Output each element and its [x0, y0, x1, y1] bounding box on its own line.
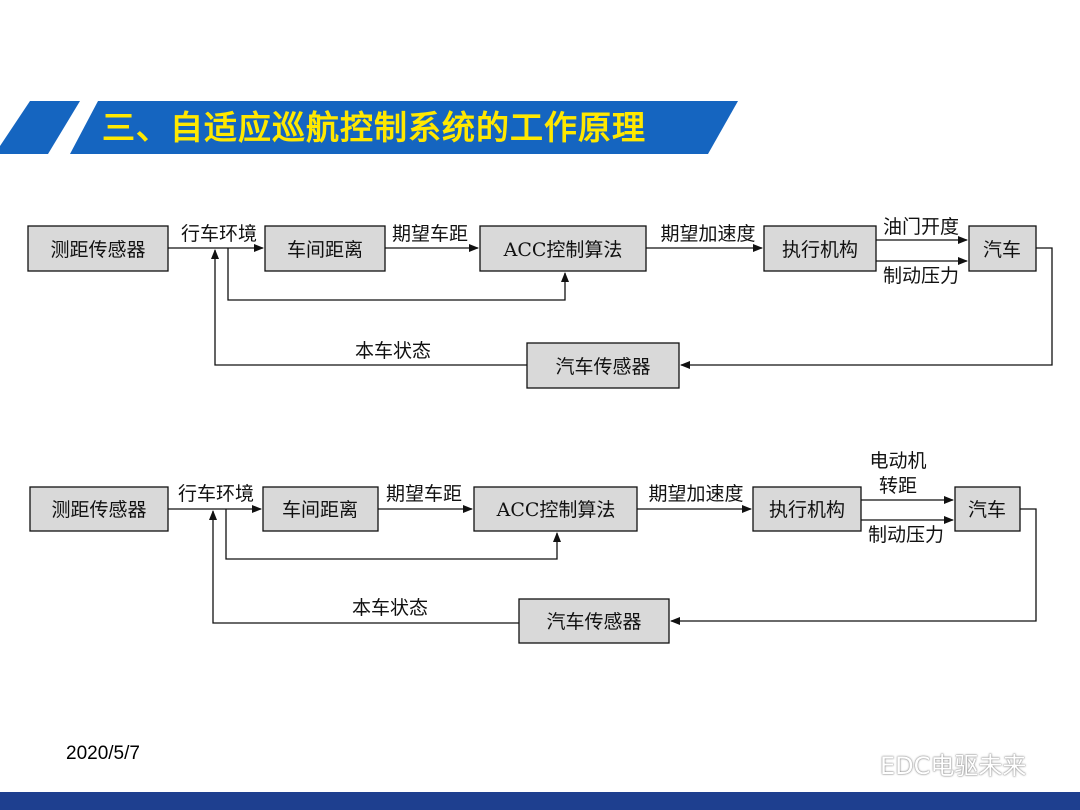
feedback-vehicle-line — [670, 508, 1037, 625]
signal-desired-accel: 期望加速度 — [648, 483, 743, 505]
block-vehicle-sensor — [518, 598, 670, 644]
signal-desired-accel: 期望加速度 — [660, 223, 755, 245]
banner-left-stripe — [0, 101, 80, 154]
label-ranging-sensor: 测距传感器 — [51, 499, 146, 521]
footer-bar — [0, 792, 1080, 810]
feedback-state-line — [211, 249, 527, 366]
watermark: EDC电驱未来 — [838, 747, 1027, 780]
wechat-icon — [839, 749, 872, 776]
label-distance: 车间距离 — [282, 499, 358, 521]
signal-motor-line1: 电动机 — [869, 450, 926, 472]
title-banner — [0, 101, 738, 154]
feedback-vehicle-line — [680, 247, 1053, 369]
signal-state: 本车状态 — [352, 597, 428, 619]
slide-date: 2020/5/7 — [66, 743, 140, 764]
label-actuator: 执行机构 — [782, 239, 858, 261]
signal-desired-distance: 期望车距 — [392, 223, 468, 245]
block-vehicle — [954, 486, 1021, 532]
label-acc: ACC控制算法 — [496, 499, 616, 521]
diagram-1-labels: 测距传感器 车间距离 ACC控制算法 执行机构 汽车 汽车传感器 行车环境 期望… — [50, 216, 1021, 378]
feedforward-line — [227, 248, 569, 301]
block-vehicle — [968, 225, 1037, 272]
label-vehicle-sensor: 汽车传感器 — [555, 356, 650, 378]
block-diagram: 测距传感器 车间距离 ACC控制算法 执行机构 汽车 汽车传感器 行车环境 期望… — [27, 216, 1053, 644]
signal-environment: 行车环境 — [178, 483, 254, 505]
diagram-1 — [27, 225, 1053, 389]
label-vehicle: 汽车 — [983, 239, 1021, 261]
signal-brake: 制动压力 — [883, 265, 959, 287]
signal-desired-distance: 期望车距 — [386, 483, 462, 505]
label-vehicle: 汽车 — [968, 499, 1006, 521]
page-title: 三、自适应巡航控制系统的工作原理 — [102, 108, 646, 147]
signal-environment: 行车环境 — [181, 223, 257, 245]
block-distance — [262, 486, 379, 532]
label-actuator: 执行机构 — [769, 499, 845, 521]
label-ranging-sensor: 测距传感器 — [50, 239, 145, 261]
block-actuator — [763, 225, 877, 272]
watermark-text: EDC电驱未来 — [880, 751, 1027, 780]
label-vehicle-sensor: 汽车传感器 — [546, 611, 641, 633]
signal-motor-line2: 转距 — [879, 475, 917, 497]
block-acc — [479, 225, 647, 272]
feedforward-line — [225, 509, 561, 560]
signal-throttle: 油门开度 — [883, 216, 959, 238]
feedback-state-line — [209, 510, 519, 624]
diagram-2 — [29, 486, 1037, 644]
block-actuator — [752, 486, 862, 532]
label-distance: 车间距离 — [287, 239, 363, 261]
diagram-2-labels: 测距传感器 车间距离 ACC控制算法 执行机构 汽车 汽车传感器 行车环境 期望… — [51, 450, 1006, 633]
block-ranging-sensor — [29, 486, 169, 532]
banner-main — [70, 101, 738, 154]
signal-state: 本车状态 — [355, 340, 431, 362]
signal-brake: 制动压力 — [868, 524, 944, 546]
block-acc — [473, 486, 638, 532]
label-acc: ACC控制算法 — [503, 239, 623, 261]
block-ranging-sensor — [27, 225, 169, 272]
